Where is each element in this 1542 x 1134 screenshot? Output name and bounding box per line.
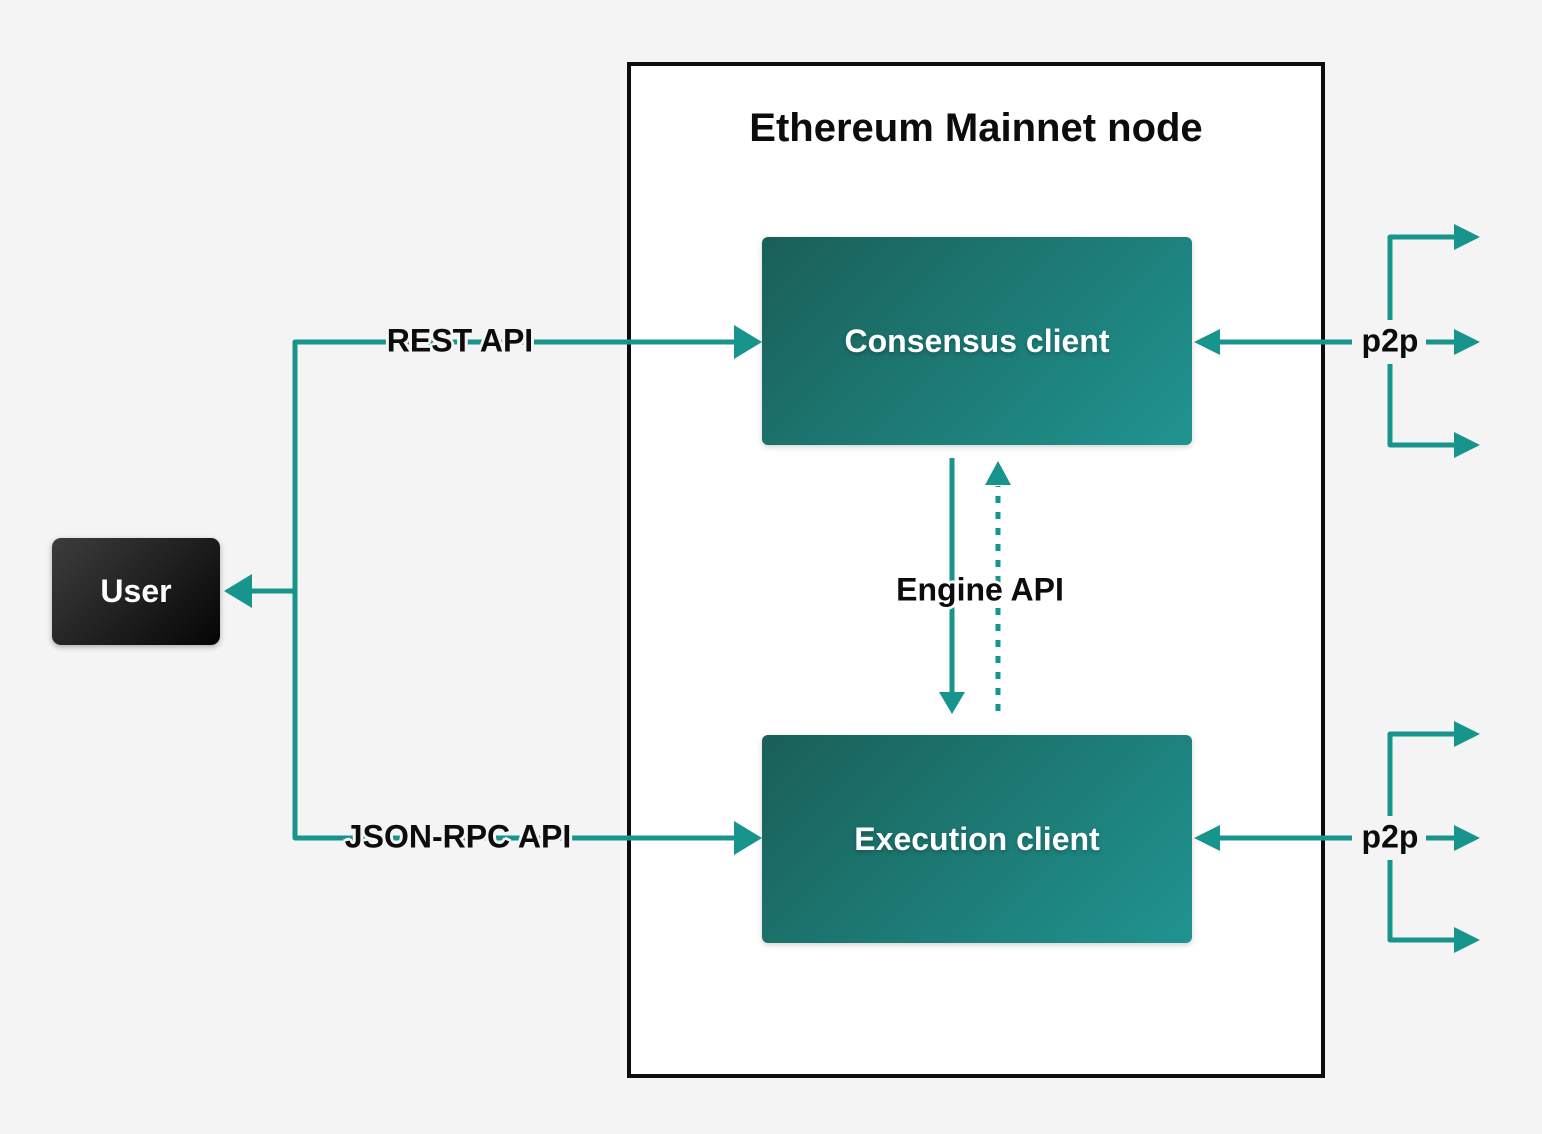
node-title: Ethereum Mainnet node <box>749 106 1203 150</box>
p2p-bottom-out-arrowhead-3 <box>1454 927 1480 953</box>
json-rpc-arrowhead <box>734 821 762 855</box>
p2p-bottom-elbows <box>1387 731 1456 943</box>
p2p-top-elbows <box>1387 234 1456 448</box>
consensus-client-node: Consensus client <box>762 237 1192 445</box>
p2p-execution-label: p2p <box>1361 818 1419 855</box>
p2p-top-out-arrowhead-1 <box>1454 224 1480 250</box>
p2p-to-consensus-arrowhead <box>1194 329 1220 355</box>
p2p-top-out-arrowhead-2 <box>1454 329 1480 355</box>
consensus-client-label: Consensus client <box>844 322 1110 359</box>
engine-api-arrows <box>939 458 1011 714</box>
engine-down-arrowhead <box>939 692 965 714</box>
p2p-execution-connector <box>1194 721 1480 953</box>
user-node: User <box>52 538 220 645</box>
engine-up-arrowhead <box>985 461 1011 485</box>
user-node-label: User <box>100 573 172 609</box>
p2p-top-out-arrowhead-3 <box>1454 432 1480 458</box>
p2p-to-execution-arrowhead <box>1194 825 1220 851</box>
user-api-connector <box>224 325 762 855</box>
json-rpc-api-label: JSON-RPC API <box>344 818 572 855</box>
p2p-bottom-out-arrowhead-1 <box>1454 721 1480 747</box>
rest-api-label: REST API <box>386 322 534 359</box>
rest-api-arrowhead <box>734 325 762 359</box>
api-trunk-line <box>292 339 740 841</box>
p2p-consensus-label: p2p <box>1361 322 1419 359</box>
p2p-bottom-out-arrowhead-2 <box>1454 825 1480 851</box>
engine-api-label: Engine API <box>896 571 1064 608</box>
user-arrowhead <box>224 574 252 608</box>
execution-client-node: Execution client <box>762 735 1192 943</box>
p2p-consensus-connector <box>1194 224 1480 458</box>
execution-client-label: Execution client <box>854 820 1100 857</box>
